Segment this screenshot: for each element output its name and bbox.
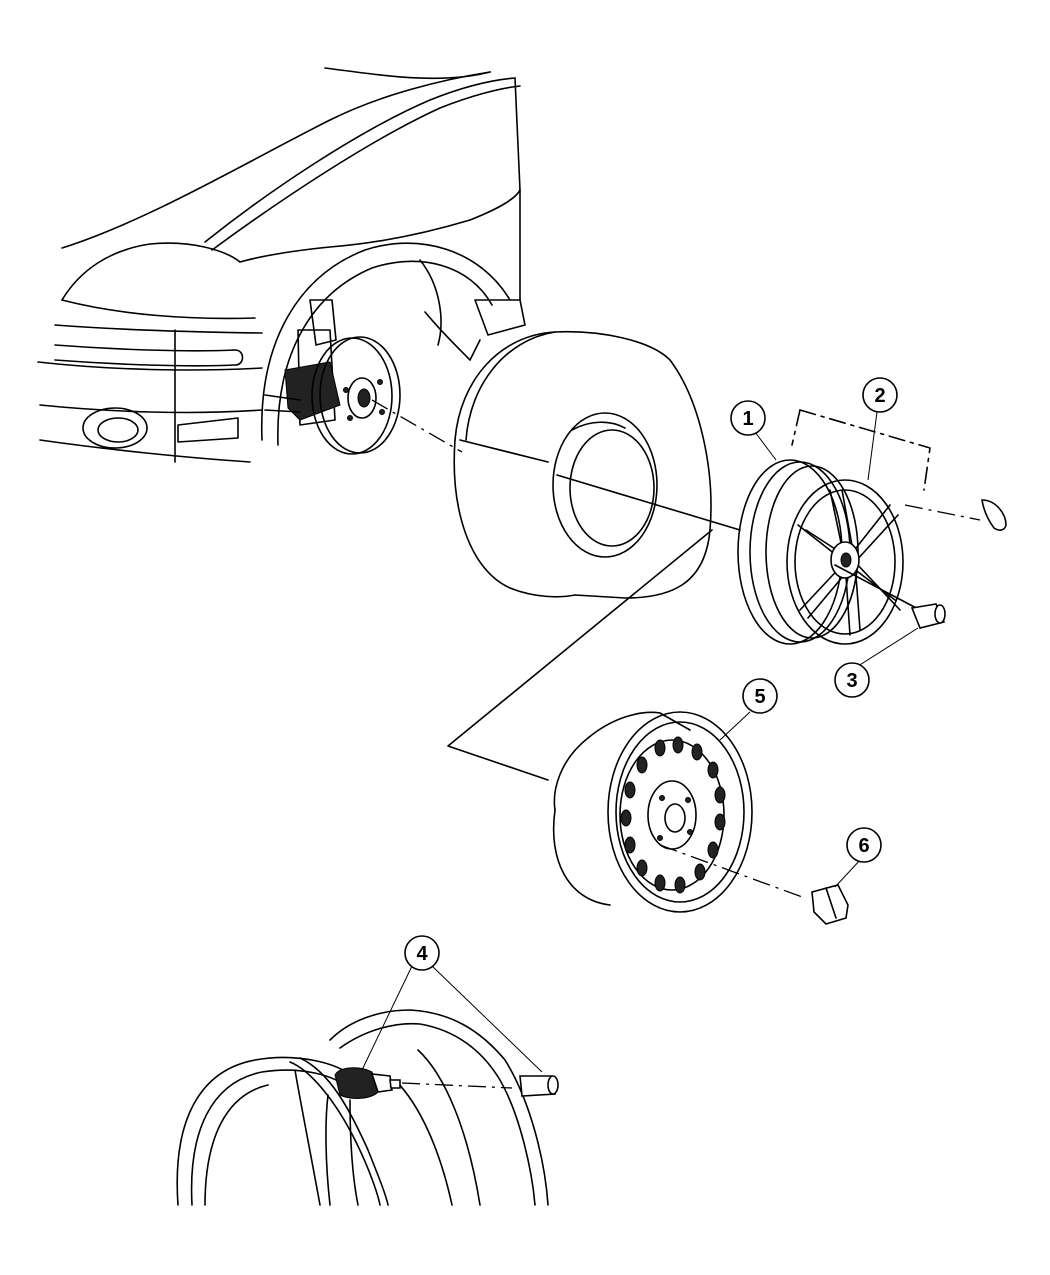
steel-wheel-vent-holes (620, 736, 726, 894)
callout-leaders (361, 411, 919, 1073)
lug-nut-steel (659, 844, 849, 925)
leader-to-steel-wheel (447, 529, 713, 781)
callout-1: 1 (730, 400, 766, 436)
axis-line-upper (556, 474, 741, 531)
callout-label-3: 3 (846, 670, 857, 692)
steel-wheel (552, 711, 753, 913)
callout-label-1: 1 (742, 408, 753, 430)
callout-label-6: 6 (858, 835, 869, 857)
callout-label-2: 2 (874, 385, 885, 407)
hub-centerline (371, 399, 463, 453)
callout-2: 2 (862, 377, 898, 413)
callout-label-4: 4 (416, 943, 428, 965)
aluminum-wheel (737, 459, 904, 645)
center-cap (791, 409, 1007, 531)
axis-line-lower (459, 439, 549, 463)
callout-6: 6 (846, 827, 882, 863)
tpms-sensor-detail (176, 1009, 559, 1206)
callout-5: 5 (742, 678, 778, 714)
tire (453, 330, 712, 599)
callout-4: 4 (404, 935, 440, 971)
brake-hub-assembly (264, 299, 401, 455)
vehicle-fender-bumper (37, 67, 526, 463)
lug-nut-aluminum (834, 564, 946, 629)
callout-3: 3 (834, 662, 870, 698)
callout-label-5: 5 (754, 686, 765, 708)
